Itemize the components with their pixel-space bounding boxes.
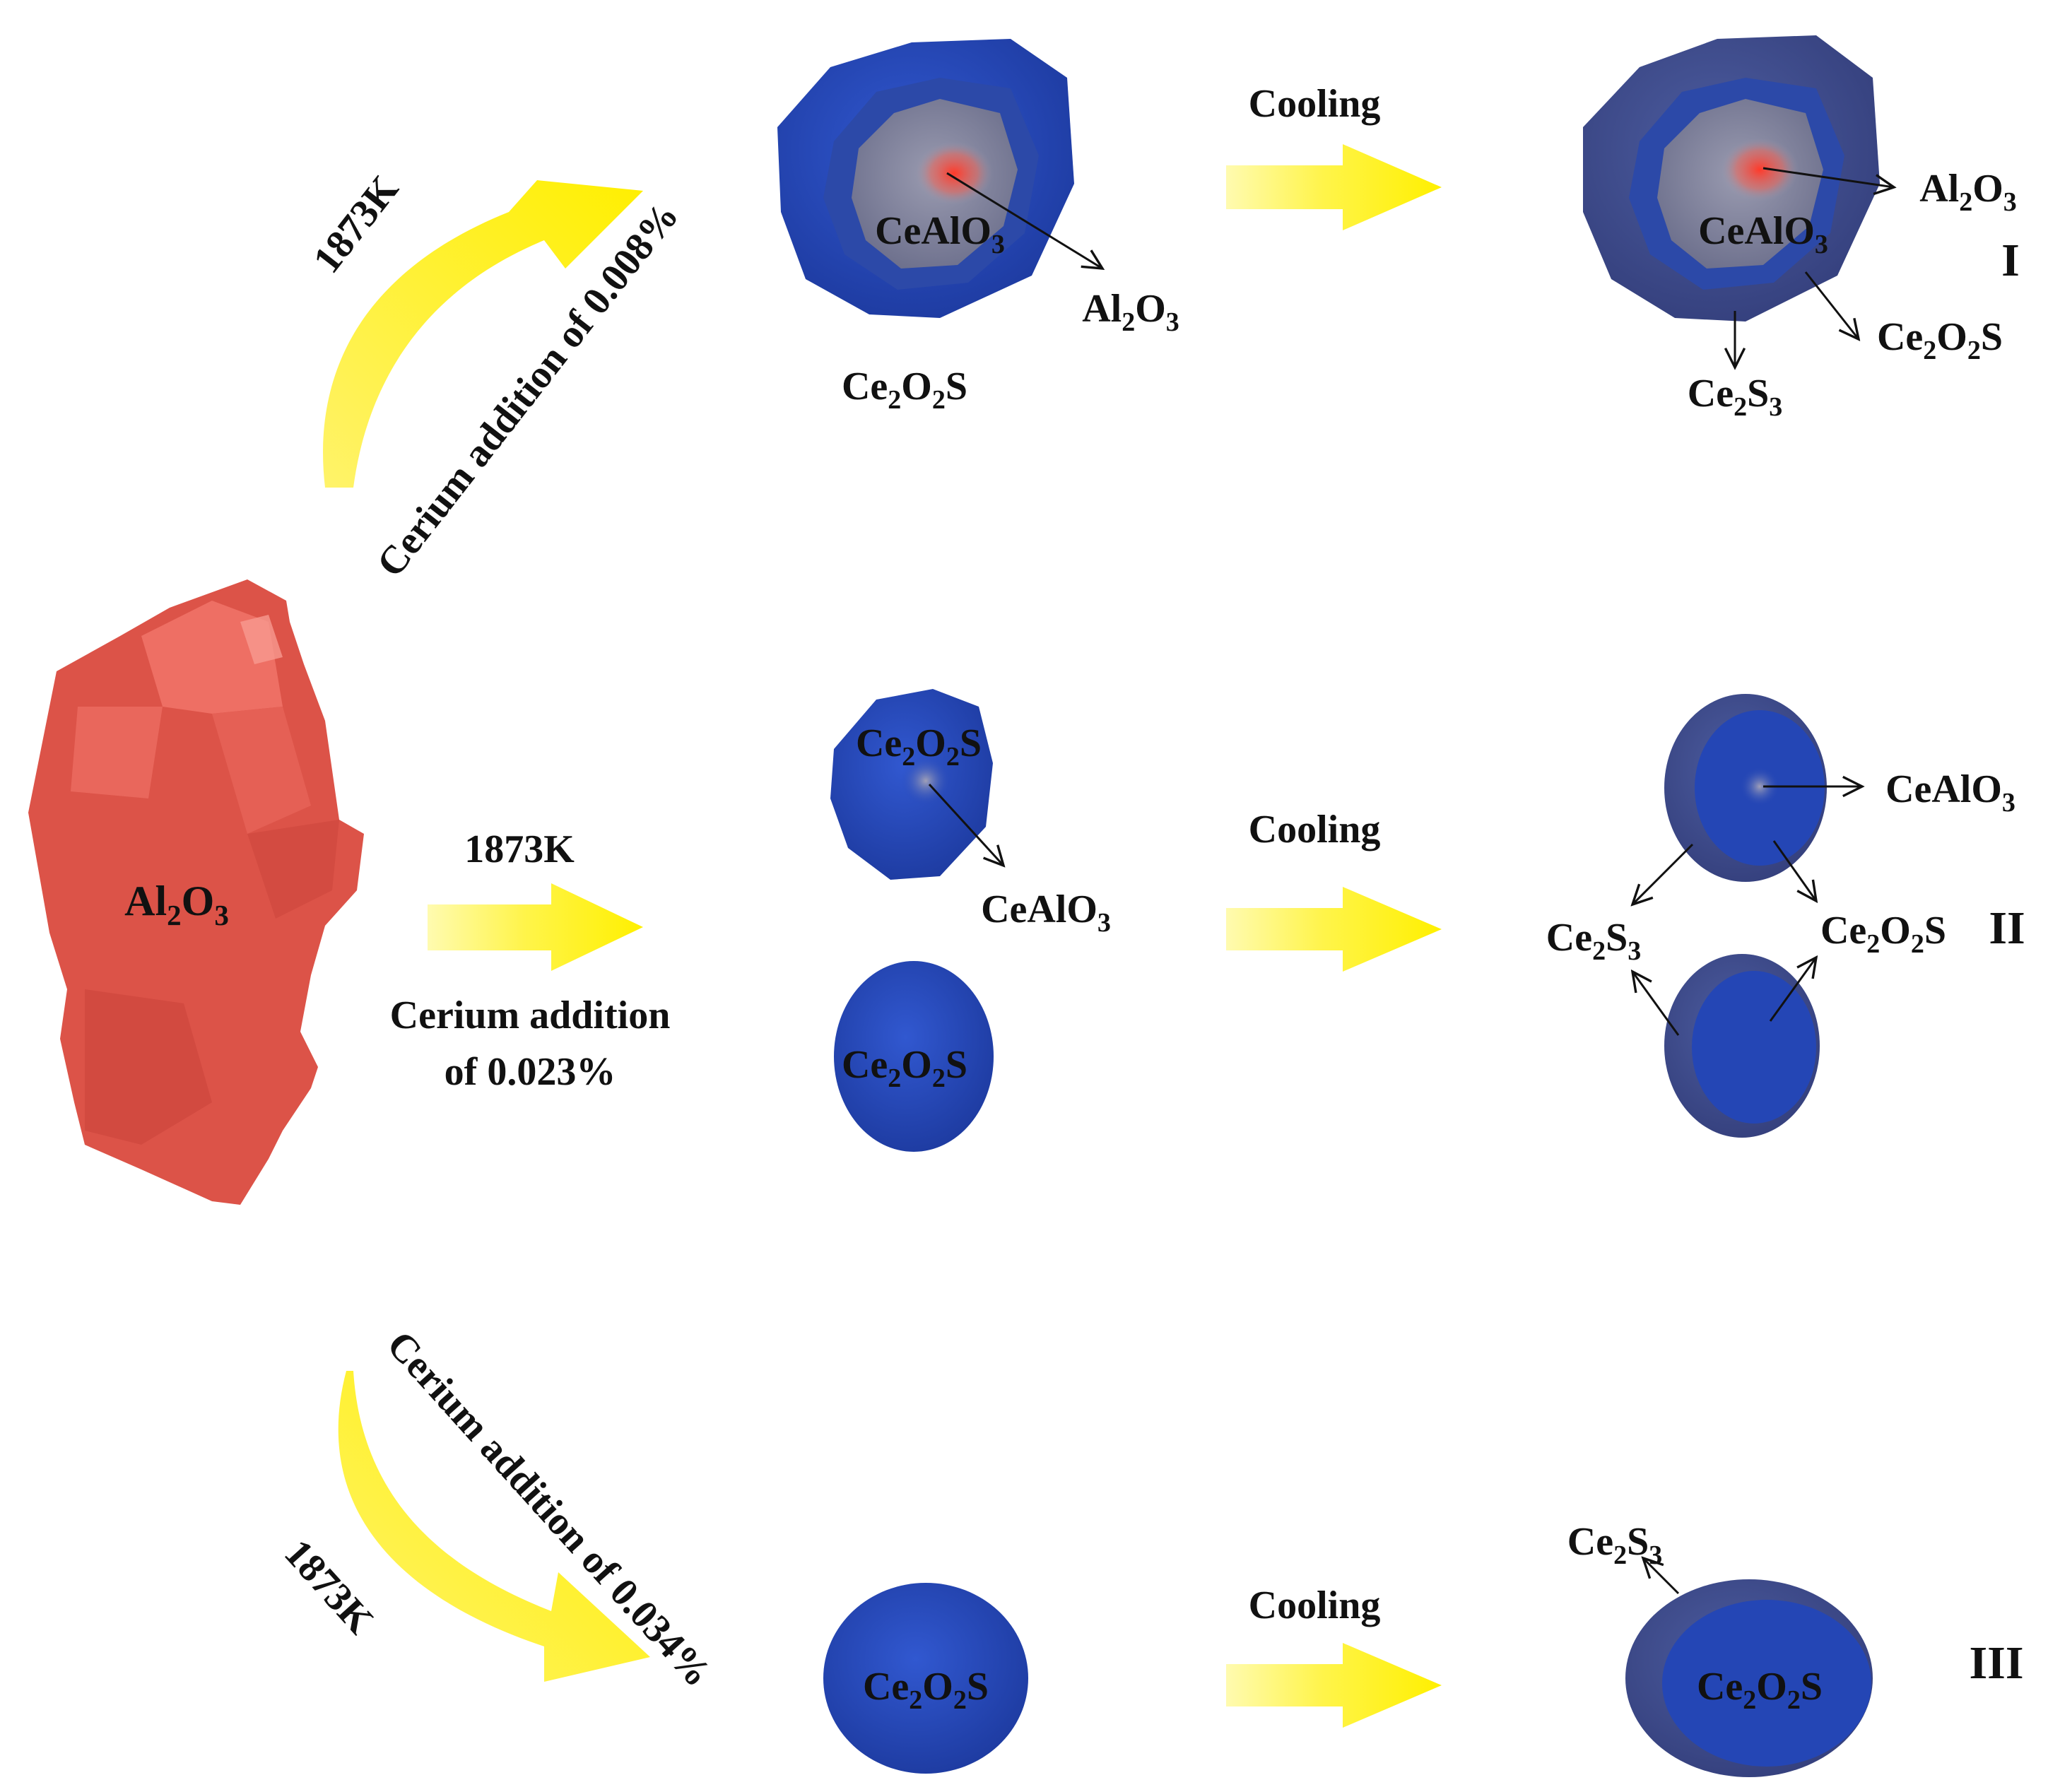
bottom-cooled-particle-label: Ce2O2S <box>1697 1665 1823 1715</box>
top-cooled-shell-b-label: Ce2S3 <box>1688 372 1782 422</box>
top-cooled-inner-label: Al2O3 <box>1919 167 2017 217</box>
middle-cooled-right-label: Ce2O2S <box>1820 909 1946 959</box>
middle-cooling-label: Cooling <box>1249 808 1381 851</box>
middle-cooled-left-pointer-a <box>1632 843 1694 904</box>
top-addition-label: Cerium addition of 0.008% <box>368 194 687 585</box>
middle-hot-core-label: CeAlO3 <box>981 888 1111 938</box>
middle-hot-particle-lower <box>834 961 994 1152</box>
yellow-arrow-middle-in <box>428 883 643 971</box>
route-iii-marker: III <box>1969 1637 2023 1689</box>
top-cooled-particle <box>1583 35 1880 322</box>
top-hot-shell-label: Ce2O2S <box>842 365 967 415</box>
middle-hot-lower-label: Ce2O2S <box>842 1043 967 1093</box>
alumina-label: Al2O3 <box>124 878 229 931</box>
top-hot-particle <box>777 39 1074 318</box>
middle-cooled-core-label: CeAlO3 <box>1885 767 2015 818</box>
route-ii-marker: II <box>1989 902 2025 954</box>
bottom-hot-particle <box>823 1583 1028 1774</box>
route-i-marker: I <box>2001 235 2020 286</box>
middle-hot-core-pointer <box>928 783 1004 866</box>
top-hot-inner-label: Al2O3 <box>1082 287 1179 337</box>
middle-cooled-right-pointer-b <box>1769 957 1816 1022</box>
yellow-arrow-cooling-bottom <box>1226 1643 1442 1728</box>
middle-cooled-particle-upper <box>1664 694 1827 882</box>
bottom-cooling-label: Cooling <box>1249 1584 1381 1627</box>
bottom-hot-particle-label: Ce2O2S <box>863 1665 989 1715</box>
top-cooled-core-label: CeAlO3 <box>1698 209 1828 259</box>
bottom-cooled-rim-label: Ce2S3 <box>1567 1520 1662 1570</box>
top-temperature-label: 1873K <box>305 167 407 281</box>
yellow-arrow-cooling-top <box>1226 144 1442 230</box>
curved-arrow-bottom <box>338 1371 650 1682</box>
top-cooling-label: Cooling <box>1249 82 1381 126</box>
top-hot-inner-pointer <box>946 172 1102 269</box>
alumina-particle <box>28 579 364 1205</box>
middle-addition-line2: of 0.023% <box>445 1050 616 1094</box>
middle-addition-line1: Cerium addition <box>390 994 671 1037</box>
top-cooled-shell-a-label: Ce2O2S <box>1877 315 2003 365</box>
middle-temperature-label: 1873K <box>464 827 575 871</box>
bottom-temperature-label: 1873K <box>276 1531 382 1642</box>
middle-cooled-left-pointer-b <box>1632 972 1680 1036</box>
bottom-cooled-particle <box>1625 1579 1873 1777</box>
bottom-cooled-rim-pointer <box>1643 1558 1680 1595</box>
middle-cooled-particle-lower <box>1664 954 1820 1138</box>
middle-hot-upper-label: Ce2O2S <box>856 721 982 772</box>
curved-arrow-top <box>323 180 643 488</box>
middle-hot-particle-upper <box>830 689 993 880</box>
yellow-arrow-cooling-middle <box>1226 887 1442 972</box>
middle-cooled-right-pointer-a <box>1772 840 1816 901</box>
top-hot-core-label: CeAlO3 <box>875 209 1005 259</box>
top-cooled-shell-a-pointer <box>1804 271 1859 339</box>
top-cooled-inner-pointer <box>1762 167 1894 187</box>
middle-cooled-left-label: Ce2S3 <box>1546 916 1641 966</box>
